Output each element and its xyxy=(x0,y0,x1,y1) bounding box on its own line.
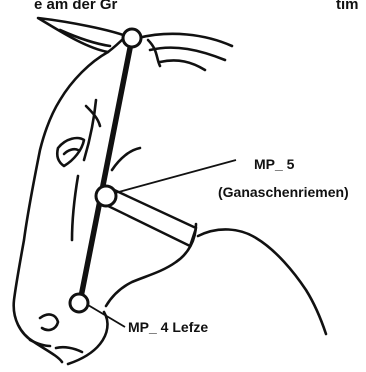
horse-nostril xyxy=(40,315,58,330)
mp4-label: MP_ 4 Lefze xyxy=(128,319,208,335)
mp5-label-line1: MP_ 5 xyxy=(254,156,295,172)
horse-face-front xyxy=(14,52,108,362)
measurement-point-top xyxy=(123,29,141,47)
horse-jaw xyxy=(112,148,140,170)
horse-eye xyxy=(57,138,84,166)
bridle-cheek-strap xyxy=(80,38,132,302)
measurement-point-mp5 xyxy=(96,186,116,206)
horse-throat xyxy=(106,224,196,306)
header-fragment-right: tim xyxy=(336,0,359,13)
measurement-point-mp4 xyxy=(70,294,88,312)
throatlatch-strap xyxy=(104,188,196,246)
horse-neck xyxy=(198,229,326,334)
horse-ear xyxy=(38,18,126,52)
header-fragment-left: e am der Gr xyxy=(34,0,118,13)
mp5-label-line2: (Ganaschenriemen) xyxy=(218,184,349,200)
